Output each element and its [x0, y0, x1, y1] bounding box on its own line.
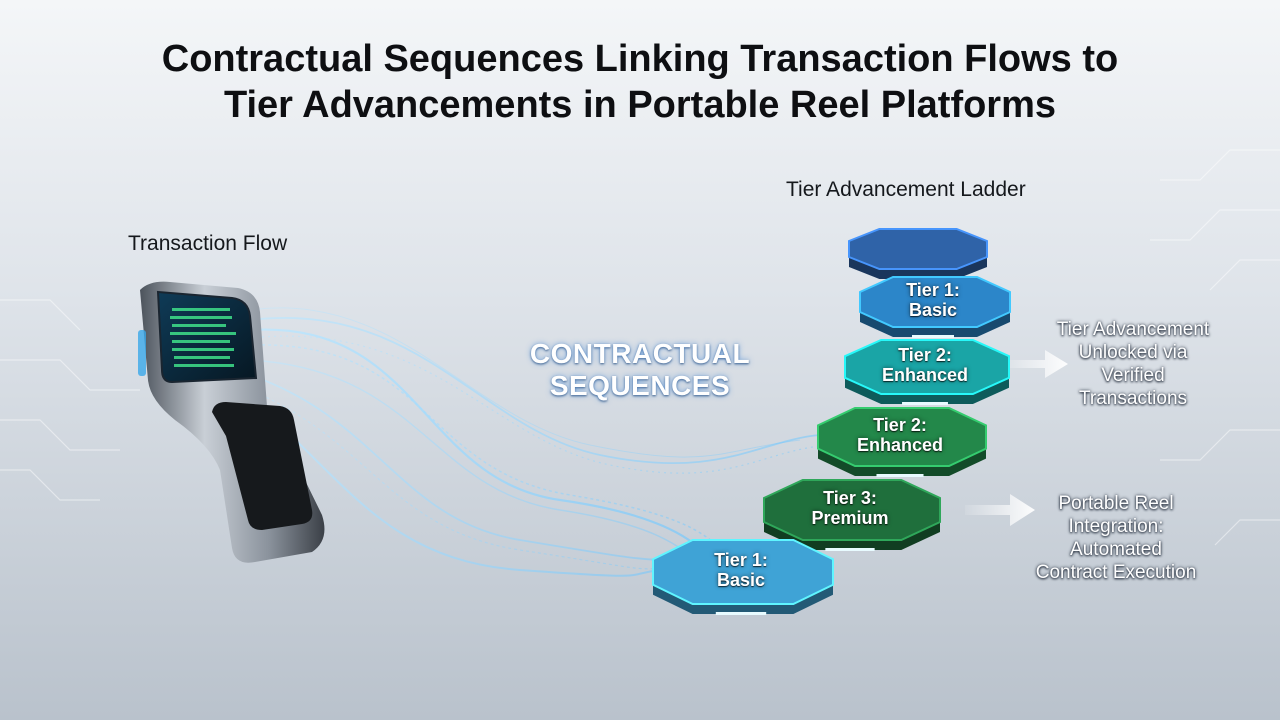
sequences-line-2: SEQUENCES	[549, 370, 731, 401]
portable-note-line: Contract Execution	[1035, 562, 1197, 583]
ladder-label: Tier Advancement Ladder	[786, 178, 1026, 201]
tier-platform-shape	[844, 339, 1010, 405]
tier-label-line-2: Premium	[811, 508, 889, 528]
portable-note: Portable Reel Integration: Automated Con…	[1010, 492, 1222, 584]
unlock-note-line: Transactions	[1078, 388, 1188, 409]
tier-platform-label: Tier 2:Enhanced	[816, 415, 984, 455]
portable-note-line: Automated	[1070, 539, 1162, 560]
tier-label-line-1: Tier 1:	[714, 550, 768, 570]
tier-label-line-1: Tier 2:	[898, 345, 952, 365]
tier-label-line-1: Tier 2:	[873, 415, 927, 435]
tier-label-line-2: Basic	[716, 570, 766, 590]
circuit-lines-decoration	[0, 149, 1280, 546]
unlock-note-line: Verified	[1101, 365, 1165, 386]
tier-platform-shape	[763, 479, 941, 551]
title-line-2: Tier Advancements in Portable Reel Platf…	[223, 84, 1057, 126]
tier-platform-label: Tier 3:Premium	[762, 488, 938, 528]
unlock-note-line: Unlocked via	[1078, 342, 1188, 363]
arrow-to-portable-note	[965, 494, 1035, 526]
tier-label-line-2: Basic	[908, 300, 958, 320]
title-line-1: Contractual Sequences Linking Transactio…	[161, 38, 1119, 80]
tier-platform-shape	[848, 228, 988, 280]
arrow-to-unlock-note	[1005, 350, 1068, 378]
sequences-line-1: CONTRACTUAL	[529, 338, 751, 369]
tier-platform-label: Tier 1:Basic	[858, 280, 1008, 320]
tier-platform-label: Tier 2:Enhanced	[843, 345, 1007, 385]
unlock-note: Tier Advancement Unlocked via Verified T…	[1028, 318, 1238, 410]
handheld-device	[138, 281, 325, 563]
tier-label-line-1: Tier 1:	[906, 280, 960, 300]
tier-platform-shape	[652, 539, 834, 615]
contractual-sequences-label: CONTRACTUAL SEQUENCES	[500, 338, 780, 402]
tier-label-line-1: Tier 3:	[823, 488, 877, 508]
tier-platform-shape	[859, 276, 1011, 338]
portable-note-line: Integration:	[1068, 516, 1164, 537]
tier-platform-shape	[817, 407, 987, 477]
tier-label-line-2: Enhanced	[881, 365, 969, 385]
portable-note-line: Portable Reel	[1058, 493, 1174, 514]
tier-platform-label: Tier 1:Basic	[651, 550, 831, 590]
transaction-flow-label: Transaction Flow	[128, 232, 288, 255]
tier-label-line-2: Enhanced	[856, 435, 944, 455]
page-title: Contractual Sequences Linking Transactio…	[0, 36, 1280, 128]
unlock-note-line: Tier Advancement	[1056, 319, 1210, 340]
